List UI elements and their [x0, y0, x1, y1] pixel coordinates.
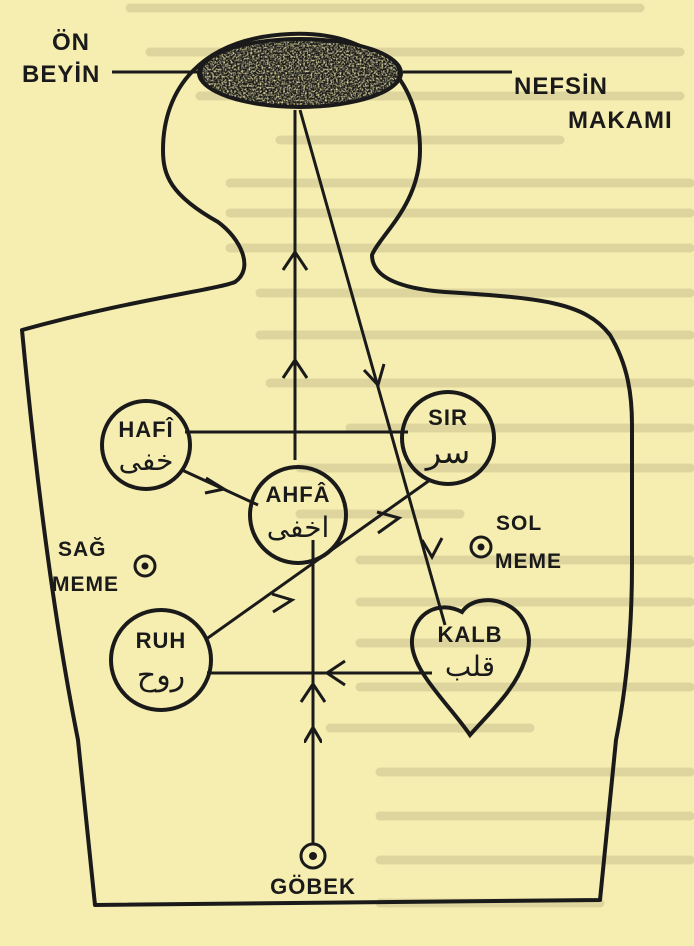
flow-arrow-up-3	[299, 681, 327, 703]
navel-dot	[299, 842, 327, 870]
flow-arrow-diag-1	[271, 592, 296, 614]
nafs-seat-label-line1: NEFSİN	[514, 73, 608, 100]
flow-arrow-left-1	[324, 659, 346, 687]
left-breast-dot	[469, 535, 493, 559]
flow-arrow-down-1	[362, 363, 386, 388]
right-breast-label-line1: SAĞ	[58, 537, 107, 561]
ahfa-circle	[248, 465, 348, 565]
flow-arrow-diag-2	[376, 510, 403, 535]
left-breast-label-line1: SOL	[496, 512, 542, 535]
flow-brain-to-kalb	[298, 109, 447, 626]
flow-arrow-right-1	[204, 476, 229, 495]
ruh-label: RUH	[136, 628, 187, 653]
front-brain-region	[197, 37, 403, 109]
hafi-circle	[100, 399, 192, 491]
nafs-seat-label-line2: MAKAMI	[568, 107, 673, 134]
flow-arrow-up-2	[281, 249, 309, 271]
sir-arabic-label: سر	[424, 433, 470, 471]
left-breast-label-line2: MEME	[495, 550, 562, 573]
flow-arrow-down-2	[420, 537, 444, 561]
ahfa-label: AHFÂ	[265, 482, 330, 507]
kalb-label: KALB	[437, 622, 502, 647]
background-print-lines	[125, 3, 694, 908]
right-breast-label-line2: MEME	[52, 573, 119, 596]
ruh-circle	[109, 608, 213, 712]
body-outline	[20, 31, 634, 907]
ruh-arabic-label: روح	[137, 658, 185, 693]
front-brain-label-line1: ÖN	[52, 29, 90, 56]
kalb-heart	[409, 598, 531, 739]
hafi-label: HAFÎ	[118, 417, 173, 442]
ahfa-arabic-label: اخفى	[267, 511, 330, 544]
navel-label: GÖBEK	[270, 874, 356, 899]
sir-circle	[400, 390, 496, 486]
sir-label: SIR	[428, 405, 468, 430]
kalb-arabic-label: قلب	[445, 650, 495, 683]
hafi-arabic-label: خفى	[119, 444, 174, 477]
front-brain-label-line2: BEYİN	[22, 61, 100, 88]
right-breast-dot	[133, 554, 157, 578]
flow-arrow-up-1	[281, 357, 309, 379]
